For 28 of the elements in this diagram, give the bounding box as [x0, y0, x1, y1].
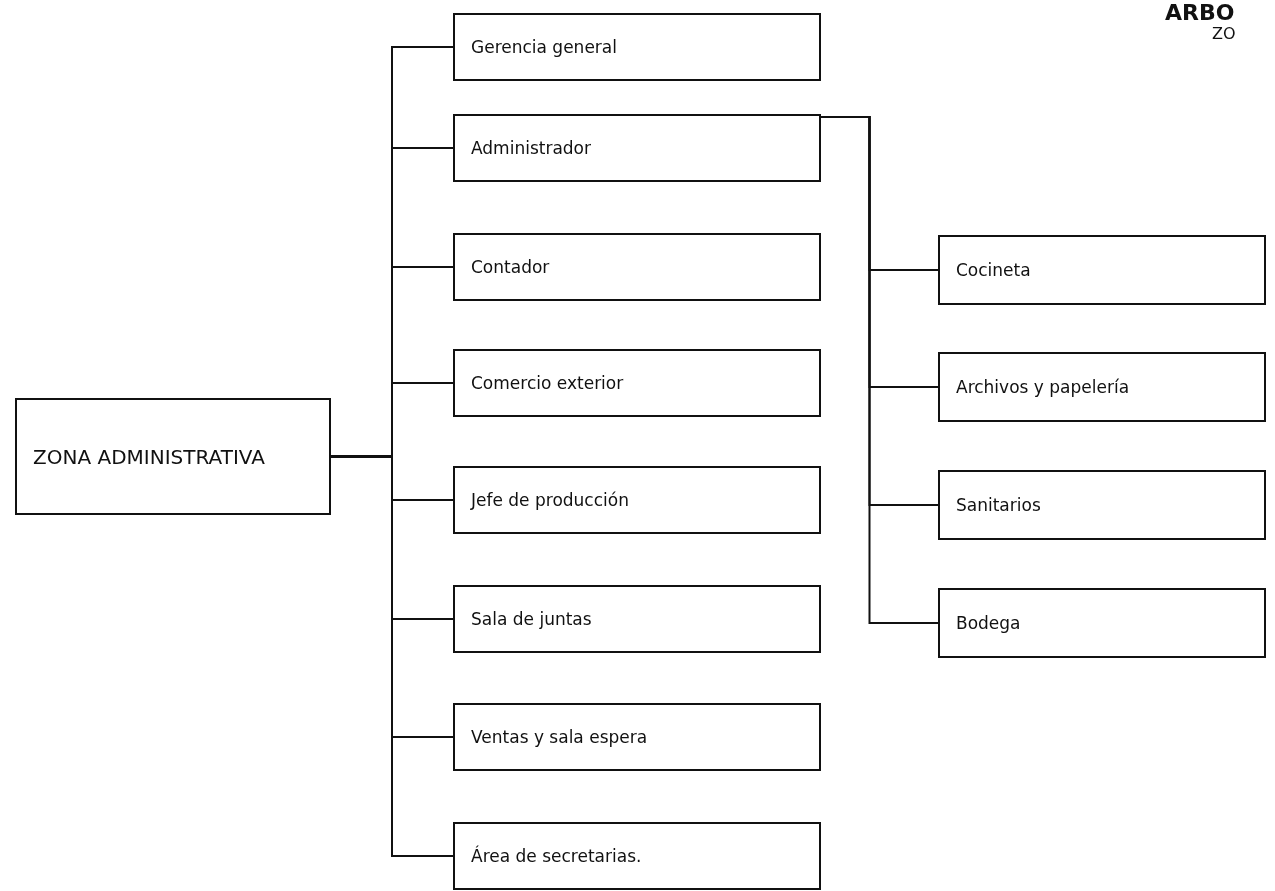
box-label: Comercio exterior: [471, 373, 624, 393]
org-box: [938, 588, 1266, 658]
org-box: [938, 352, 1266, 422]
org-box: [453, 233, 821, 301]
box-label: Sala de juntas: [471, 609, 592, 629]
box-label: Archivos y papelería: [956, 377, 1130, 397]
subheading-fragment: ZO: [1212, 24, 1236, 43]
box-label: Contador: [471, 257, 550, 277]
org-box: [938, 235, 1266, 305]
org-box: [453, 13, 821, 81]
box-label: Jefe de producción: [471, 490, 629, 510]
box-label: Área de secretarias.: [471, 846, 642, 866]
org-box: [453, 349, 821, 417]
box-label: Cocineta: [956, 260, 1031, 280]
org-box: [453, 585, 821, 653]
org-box: [453, 703, 821, 771]
box-label: Gerencia general: [471, 37, 617, 57]
root-box: [15, 398, 331, 515]
heading-fragment: ARBO: [1165, 0, 1235, 25]
org-box: [453, 466, 821, 534]
org-box: [938, 470, 1266, 540]
org-box: [453, 114, 821, 182]
box-label: ZONA ADMINISTRATIVA: [33, 443, 265, 471]
box-label: Ventas y sala espera: [471, 727, 648, 747]
box-label: Bodega: [956, 613, 1021, 633]
box-label: Sanitarios: [956, 495, 1041, 515]
box-label: Administrador: [471, 138, 591, 158]
org-box: [453, 822, 821, 890]
